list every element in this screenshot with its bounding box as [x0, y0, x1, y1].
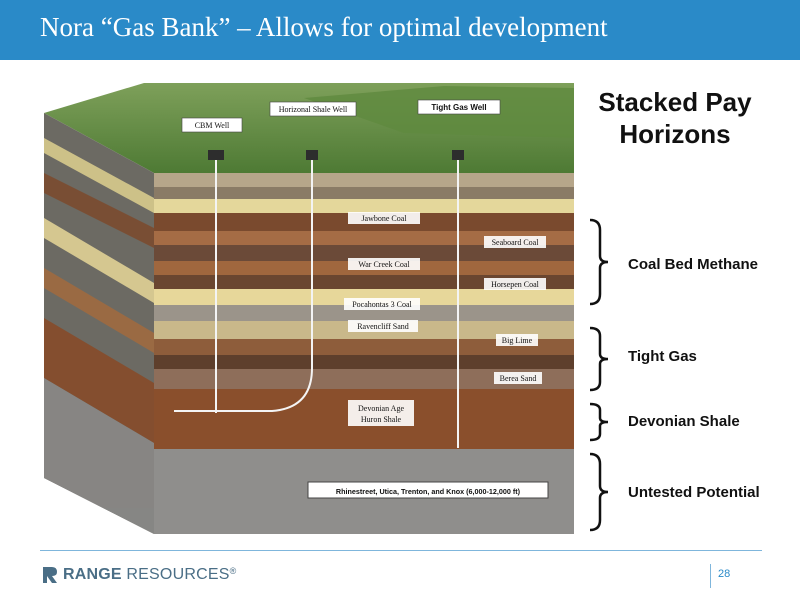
deep-formation-label: Rhinestreet, Utica, Trenton, and Knox (6…	[336, 487, 521, 496]
tight-gas-well	[452, 150, 464, 448]
berea-sand-label: Berea Sand	[500, 374, 537, 383]
title-bar: Nora “Gas Bank” – Allows for optimal dev…	[0, 0, 800, 60]
cbm-well-label: CBM Well	[195, 121, 230, 130]
ravencliff-sand-label: Ravencliff Sand	[357, 322, 409, 331]
devonian-label-line2: Huron Shale	[361, 415, 402, 424]
heading-line1: Stacked Pay	[598, 87, 752, 117]
bracket-untested-potential	[589, 452, 609, 532]
page-number: 28	[718, 568, 731, 580]
horizontal-well-label: Horizonal Shale Well	[279, 105, 348, 114]
footer-rule	[40, 550, 762, 551]
bracket-tight-gas	[589, 326, 609, 392]
range-resources-logo: RANGE RESOURCES®	[40, 564, 236, 586]
war-creek-coal-label: War Creek Coal	[358, 260, 410, 269]
horizon-label-tight-gas: Tight Gas	[628, 348, 697, 365]
bracket-devonian-shale	[589, 402, 609, 442]
seaboard-coal-label: Seaboard Coal	[492, 238, 540, 247]
page-number-separator	[710, 564, 711, 588]
logo-text: RANGE RESOURCES®	[63, 566, 237, 583]
bracket-coal-bed-methane	[589, 218, 609, 306]
cbm-well	[208, 150, 224, 413]
horizontal-shale-well	[174, 150, 318, 412]
big-lime-label: Big Lime	[502, 336, 533, 345]
slide-title: Nora “Gas Bank” – Allows for optimal dev…	[40, 12, 608, 42]
deep-formation-box	[307, 481, 549, 499]
horsepen-coal-label: Horsepen Coal	[491, 280, 540, 289]
horizon-label-devonian-shale: Devonian Shale	[628, 413, 740, 430]
stacked-pay-heading: Stacked Pay Horizons	[580, 86, 770, 150]
pocahontas-coal-label: Pocahontas 3 Coal	[352, 300, 412, 309]
geology-block-diagram: Rhinestreet, Utica, Trenton, and Knox (6…	[44, 78, 574, 534]
side-face-bands	[44, 138, 154, 534]
horizon-label-untested-potential: Untested Potential	[628, 484, 760, 501]
heading-line2: Horizons	[619, 119, 731, 149]
devonian-label-line1: Devonian Age	[358, 404, 404, 413]
range-logo-icon	[43, 567, 57, 583]
jawbone-coal-label: Jawbone Coal	[361, 214, 407, 223]
tight-gas-well-label: Tight Gas Well	[431, 103, 486, 112]
horizon-label-coal-bed-methane: Coal Bed Methane	[628, 256, 759, 273]
